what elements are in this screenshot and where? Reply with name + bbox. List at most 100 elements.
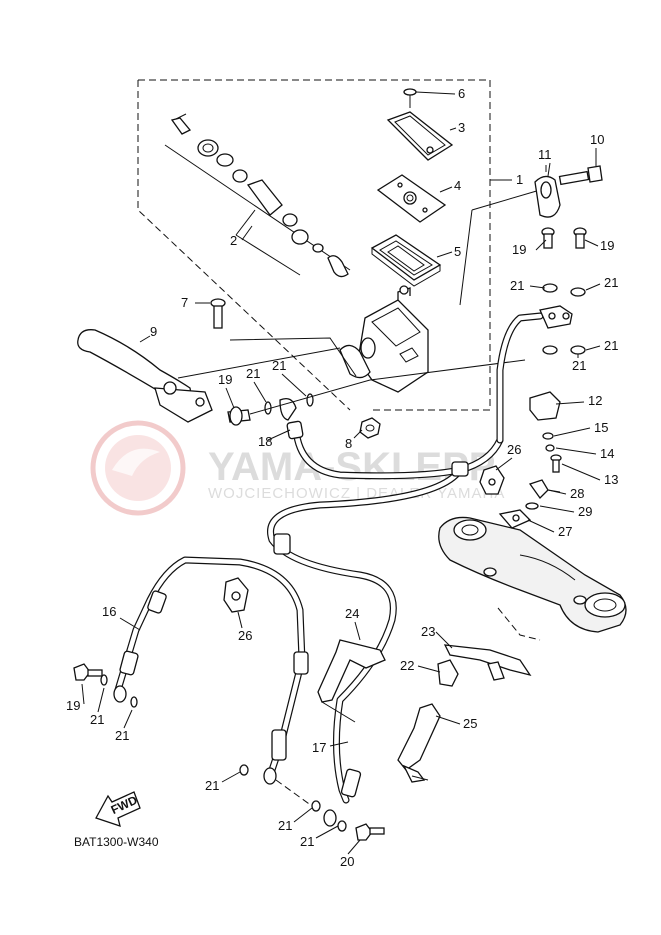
callout-17: 17 [312, 740, 326, 755]
callout-22: 22 [400, 658, 414, 673]
callout-29: 29 [578, 504, 592, 519]
washer-21-i [570, 287, 586, 297]
washer-21-c [100, 674, 108, 686]
callout-19-c: 19 [600, 238, 614, 253]
callout-9: 9 [150, 324, 157, 339]
washer-21-e [239, 764, 249, 776]
fitting-mid [273, 533, 291, 555]
part-screw-13 [550, 454, 562, 473]
banjo-end-16 [113, 685, 127, 703]
callout-4: 4 [454, 178, 461, 193]
callout-leaders [81, 162, 601, 855]
callout-21-b: 21 [272, 358, 286, 373]
part-banjo-bolt-19-upper [227, 406, 251, 426]
brake-hoses [114, 312, 544, 804]
washer-29 [525, 502, 539, 510]
washer-21-j [542, 345, 558, 355]
callout-19-d: 19 [66, 698, 80, 713]
callouts: 1 2 3 4 5 6 7 8 9 10 11 12 13 14 15 16 1… [66, 86, 618, 869]
part-triple-clamp [438, 516, 627, 633]
fitting-17-right-bottom [340, 768, 362, 798]
fitting-16-bottom [119, 650, 139, 676]
callout-24: 24 [345, 606, 359, 621]
part-clamp-26-upper [479, 465, 505, 495]
callout-6: 6 [458, 86, 465, 101]
part-reservoir-cap-3 [386, 111, 457, 161]
callout-5: 5 [454, 244, 461, 259]
callout-2: 2 [230, 233, 237, 248]
part-holder-11 [534, 165, 561, 218]
callout-11: 11 [538, 147, 552, 162]
part-plate-27 [498, 509, 532, 529]
callout-25: 25 [463, 716, 477, 731]
part-diaphragm-5 [370, 234, 453, 287]
part-bolt-28 [528, 479, 561, 500]
callout-18: 18 [258, 434, 272, 449]
callout-26-a: 26 [507, 442, 521, 457]
callout-26-b: 26 [238, 628, 252, 643]
washer-21-b [306, 393, 314, 407]
collar-14 [545, 444, 555, 452]
joint-block [539, 305, 573, 329]
part-bracket-24 [317, 639, 386, 723]
washer-21-h [542, 283, 558, 293]
watermark-logo [90, 420, 186, 516]
part-bracket-25 [397, 703, 441, 783]
banjo-end-17-right [323, 809, 337, 827]
washer-21-d [130, 696, 138, 708]
fwd-arrow: FWD [95, 791, 141, 827]
assembly-outline [137, 79, 491, 411]
callout-21-c: 21 [510, 278, 524, 293]
callout-21-a: 21 [246, 366, 260, 381]
callout-8: 8 [345, 436, 352, 451]
diagram-code: BAT1300-W340 [74, 835, 159, 849]
callout-21-k: 21 [300, 834, 314, 849]
callout-28: 28 [570, 486, 584, 501]
fitting-upper-joint [451, 461, 469, 477]
part-bracket-23 [443, 644, 532, 677]
callout-14: 14 [600, 446, 614, 461]
part-lever-9 [77, 329, 213, 423]
part-bracket-12 [529, 391, 585, 421]
callout-3: 3 [458, 120, 465, 135]
part-clamp-26-lower [223, 577, 249, 613]
washer-21-k [570, 345, 586, 355]
callout-20: 20 [340, 854, 354, 869]
part-bolt-19-lower [73, 663, 103, 681]
callout-21-f: 21 [572, 358, 586, 373]
callout-21-h: 21 [115, 728, 129, 743]
watermark: YAMA-SKLEPP WOJCIECHOWICZ | DEALER YAMAH… [90, 420, 504, 516]
part-screw-6 [403, 88, 456, 108]
part-master-cylinder [339, 285, 429, 393]
washer-21-f [311, 800, 321, 812]
callout-1: 1 [516, 172, 523, 187]
part-bolt-7 [195, 298, 226, 329]
callout-21-d: 21 [604, 275, 618, 290]
callout-21-g: 21 [90, 712, 104, 727]
washer-21-g [337, 820, 347, 832]
callout-19-b: 19 [512, 242, 526, 257]
callout-21-j: 21 [278, 818, 292, 833]
washer-15 [542, 432, 554, 440]
banjo-end-17-left [263, 767, 277, 785]
callout-15: 15 [594, 420, 608, 435]
part-piston-kit-2 [164, 113, 351, 278]
fitting-17-left-bottom [271, 729, 287, 761]
part-bolt-19-right-b [573, 227, 587, 249]
callout-12: 12 [588, 393, 602, 408]
part-bolt-10 [558, 148, 603, 186]
part-plate-4 [376, 174, 453, 223]
callout-19-a: 19 [218, 372, 232, 387]
callout-23: 23 [421, 624, 435, 639]
part-guide-22 [437, 659, 505, 687]
callout-10: 10 [590, 132, 604, 147]
fitting-17-left-top [293, 651, 309, 675]
callout-7: 7 [181, 295, 188, 310]
fitting-16-top [147, 590, 167, 614]
callout-27: 27 [558, 524, 572, 539]
part-bolt-20 [355, 823, 385, 841]
callout-13: 13 [604, 472, 618, 487]
part-nut-8 [359, 417, 381, 439]
